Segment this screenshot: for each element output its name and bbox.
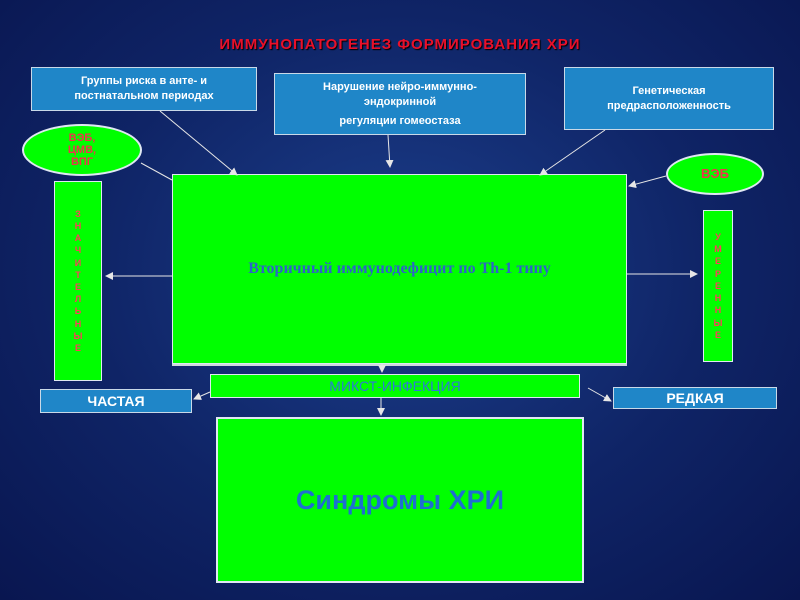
center-label: Вторичный иммунодефицит по Th-1 типу bbox=[248, 260, 551, 277]
left-strip-letter: Е bbox=[74, 282, 81, 292]
right-strip-letter: Е bbox=[714, 329, 721, 340]
left-strip-letter: Н bbox=[74, 318, 82, 329]
risk-groups-line1: Группы риска в анте- и bbox=[80, 75, 208, 87]
secondary-immunodeficiency-box: Вторичный иммунодефицит по Th-1 типу bbox=[172, 174, 627, 364]
left-strip-letter: Ь bbox=[74, 306, 82, 317]
left-oval-line1: ВЭБ, bbox=[68, 132, 96, 144]
arrow-neuro-to-center bbox=[385, 134, 394, 168]
left-strip-letter: З bbox=[75, 208, 81, 219]
genetic-line2: предрасположенность bbox=[607, 99, 731, 112]
arrow-mixed-to-rare bbox=[587, 387, 612, 402]
rare-box: РЕДКАЯ bbox=[613, 387, 777, 409]
right-strip-letter: Е bbox=[714, 280, 721, 291]
right-strip-letter: Н bbox=[714, 305, 722, 316]
arrow-left-oval-to-center bbox=[140, 162, 173, 181]
right-virus-oval: ВЭБ bbox=[666, 153, 764, 195]
mixed-infection-bar: МИКСТ-ИНФЕКЦИЯ bbox=[210, 374, 580, 398]
arrow-mixed-to-frequent bbox=[193, 391, 211, 400]
left-strip-letter: И bbox=[74, 257, 82, 268]
syndromes-label: Синдромы ХРИ bbox=[295, 484, 505, 515]
left-strip-letter: Ы bbox=[73, 330, 83, 341]
rare-label: РЕДКАЯ bbox=[666, 390, 724, 406]
genetic-predisposition-box: Генетическая предрасположенность bbox=[564, 67, 774, 130]
right-strip-letter: М bbox=[714, 244, 722, 255]
left-strip-letter: Е bbox=[74, 343, 81, 354]
risk-groups-line2: постнатальном периодах bbox=[74, 90, 214, 102]
frequent-label: ЧАСТАЯ bbox=[87, 393, 145, 409]
neuro-regulation-box: Нарушение нейро-иммунно- эндокринной рег… bbox=[274, 73, 526, 135]
genetic-line1: Генетическая bbox=[632, 84, 706, 97]
arrow-right-oval-to-center bbox=[628, 175, 667, 189]
left-strip-letter: Л bbox=[74, 294, 82, 305]
left-strip-letter: Н bbox=[74, 220, 82, 231]
left-strip-letter: А bbox=[74, 233, 82, 244]
left-virus-oval: ВЭБ, ЦМВ, ВПГ bbox=[22, 124, 142, 176]
right-strip-letter: Р bbox=[714, 268, 721, 279]
left-strip-letter: Т bbox=[75, 269, 81, 280]
neuro-line2: эндокринной bbox=[363, 95, 437, 108]
syndromes-box: Синдромы ХРИ bbox=[216, 417, 584, 583]
left-oval-line2: ЦМВ, bbox=[67, 144, 97, 156]
risk-groups-box: Группы риска в анте- и постнатальном пер… bbox=[31, 67, 257, 111]
page-title: ИММУНОПАТОГЕНЕЗ ФОРМИРОВАНИЯ ХРИ bbox=[219, 36, 581, 53]
right-strip-letter: Е bbox=[714, 256, 721, 267]
right-strip-letter: Ы bbox=[713, 317, 723, 328]
right-strip-letter: Н bbox=[714, 293, 722, 304]
mixed-label: МИКСТ-ИНФЕКЦИЯ bbox=[329, 378, 461, 394]
neuro-line3: регуляции гомеостаза bbox=[339, 114, 461, 127]
frequent-box: ЧАСТАЯ bbox=[40, 389, 192, 413]
arrow-genetic-to-center bbox=[539, 129, 606, 176]
right-oval-label: ВЭБ bbox=[701, 166, 729, 181]
right-strip-letter: У bbox=[715, 232, 721, 243]
neuro-line1: Нарушение нейро-иммунно- bbox=[323, 80, 477, 93]
left-strip-letter: Ч bbox=[74, 245, 82, 256]
left-oval-line3: ВПГ bbox=[70, 156, 94, 168]
arrow-risk-to-center bbox=[159, 110, 238, 176]
